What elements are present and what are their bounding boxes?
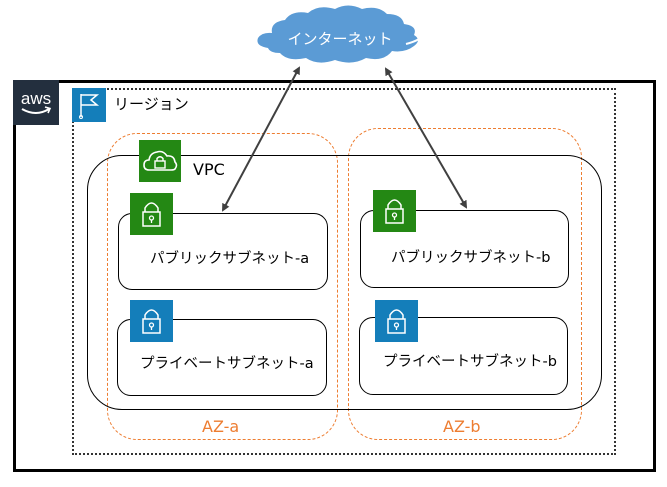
public-subnet-a[interactable] (118, 213, 328, 290)
private-subnet-b-label: プライベートサブネット-b (383, 354, 557, 370)
lock-icon (385, 199, 404, 224)
private-subnet-b-icon (375, 300, 418, 342)
az-b-label: AZ-b (443, 417, 481, 436)
private-subnet-a-icon (130, 300, 173, 342)
lock-icon (142, 309, 161, 334)
private-subnet-a[interactable] (117, 319, 327, 396)
region-label: リージョン (114, 95, 189, 113)
az-a-label: AZ-a (202, 417, 240, 436)
internet-cloud-shape (257, 5, 418, 63)
vpc-boundary (87, 155, 602, 410)
cloud-lock-icon (143, 150, 178, 171)
aws-cloud-boundary (13, 80, 656, 472)
public-subnet-b-label: パブリックサブネット-b (391, 250, 551, 266)
region-boundary (72, 88, 616, 455)
aws-logo-text: aws (21, 89, 51, 108)
public-subnet-a-label: パブリックサブネット-a (150, 251, 310, 267)
region-flag-icon (72, 88, 106, 122)
aws-logo-icon: aws (21, 89, 51, 114)
vpc-label: VPC (193, 160, 225, 179)
internet-cloud[interactable]: インターネット (257, 5, 420, 63)
lock-icon (387, 309, 406, 334)
internet-label: インターネット (287, 30, 392, 48)
vpc-icon (139, 140, 181, 182)
private-subnet-b[interactable] (359, 317, 568, 395)
public-subnet-b-icon (373, 190, 416, 232)
lock-icon (142, 202, 161, 227)
aws-logo: aws (13, 80, 59, 125)
flag-icon (79, 94, 100, 119)
public-subnet-a-icon (130, 193, 173, 235)
public-subnet-b[interactable] (360, 210, 569, 288)
private-subnet-a-label: プライベートサブネット-a (140, 356, 314, 372)
